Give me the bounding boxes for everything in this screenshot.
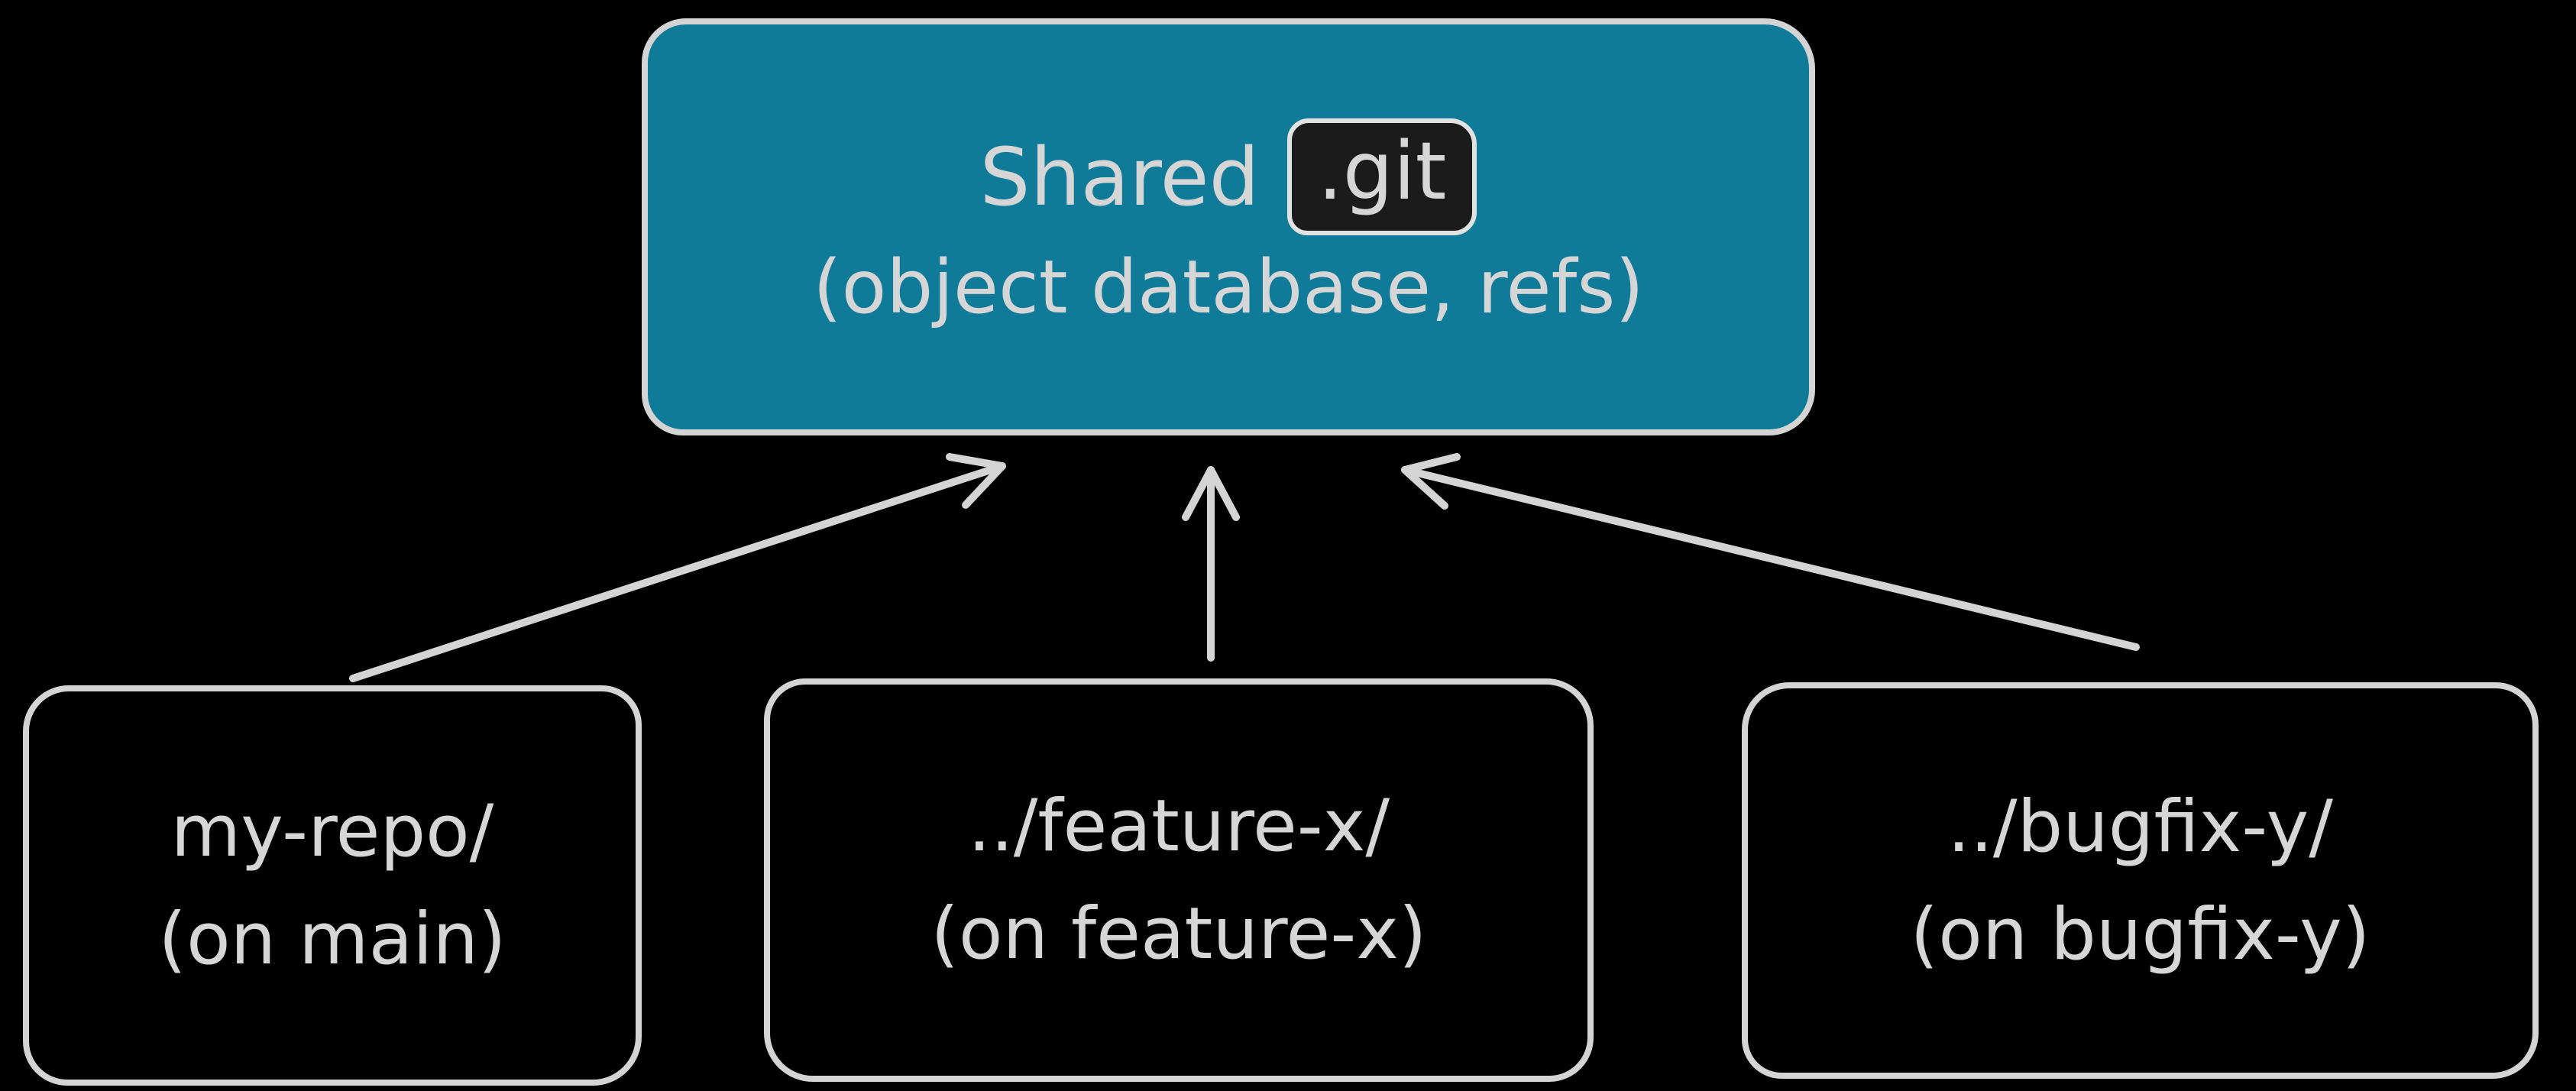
git-directory-badge: .git (1286, 118, 1477, 236)
worktree-box-bugfix-y: ../bugfix-y/ (on bugfix-y) (1742, 682, 2539, 1079)
worktree-branch: (on main) (158, 898, 506, 981)
worktree-box-feature-x: ../feature-x/ (on feature-x) (764, 678, 1594, 1082)
worktree-branch: (on feature-x) (930, 892, 1427, 976)
worktree-path: ../bugfix-y/ (1947, 785, 2333, 869)
arrow-bugfix-y-to-shared-git (1401, 453, 2140, 651)
worktree-path: my-repo/ (170, 790, 494, 873)
worktree-branch: (on bugfix-y) (1910, 892, 2371, 976)
shared-git-title: Shared .git (980, 118, 1477, 236)
shared-git-subtitle: (object database, refs) (813, 244, 1644, 331)
arrow-feature-x-to-shared-git (1182, 466, 1240, 662)
worktree-path: ../feature-x/ (967, 785, 1390, 868)
shared-git-title-text: Shared (979, 130, 1260, 224)
shared-git-box: Shared .git (object database, refs) (642, 18, 1815, 435)
worktree-box-my-repo: my-repo/ (on main) (23, 685, 642, 1086)
arrow-my-repo-to-shared-git (349, 453, 1006, 682)
